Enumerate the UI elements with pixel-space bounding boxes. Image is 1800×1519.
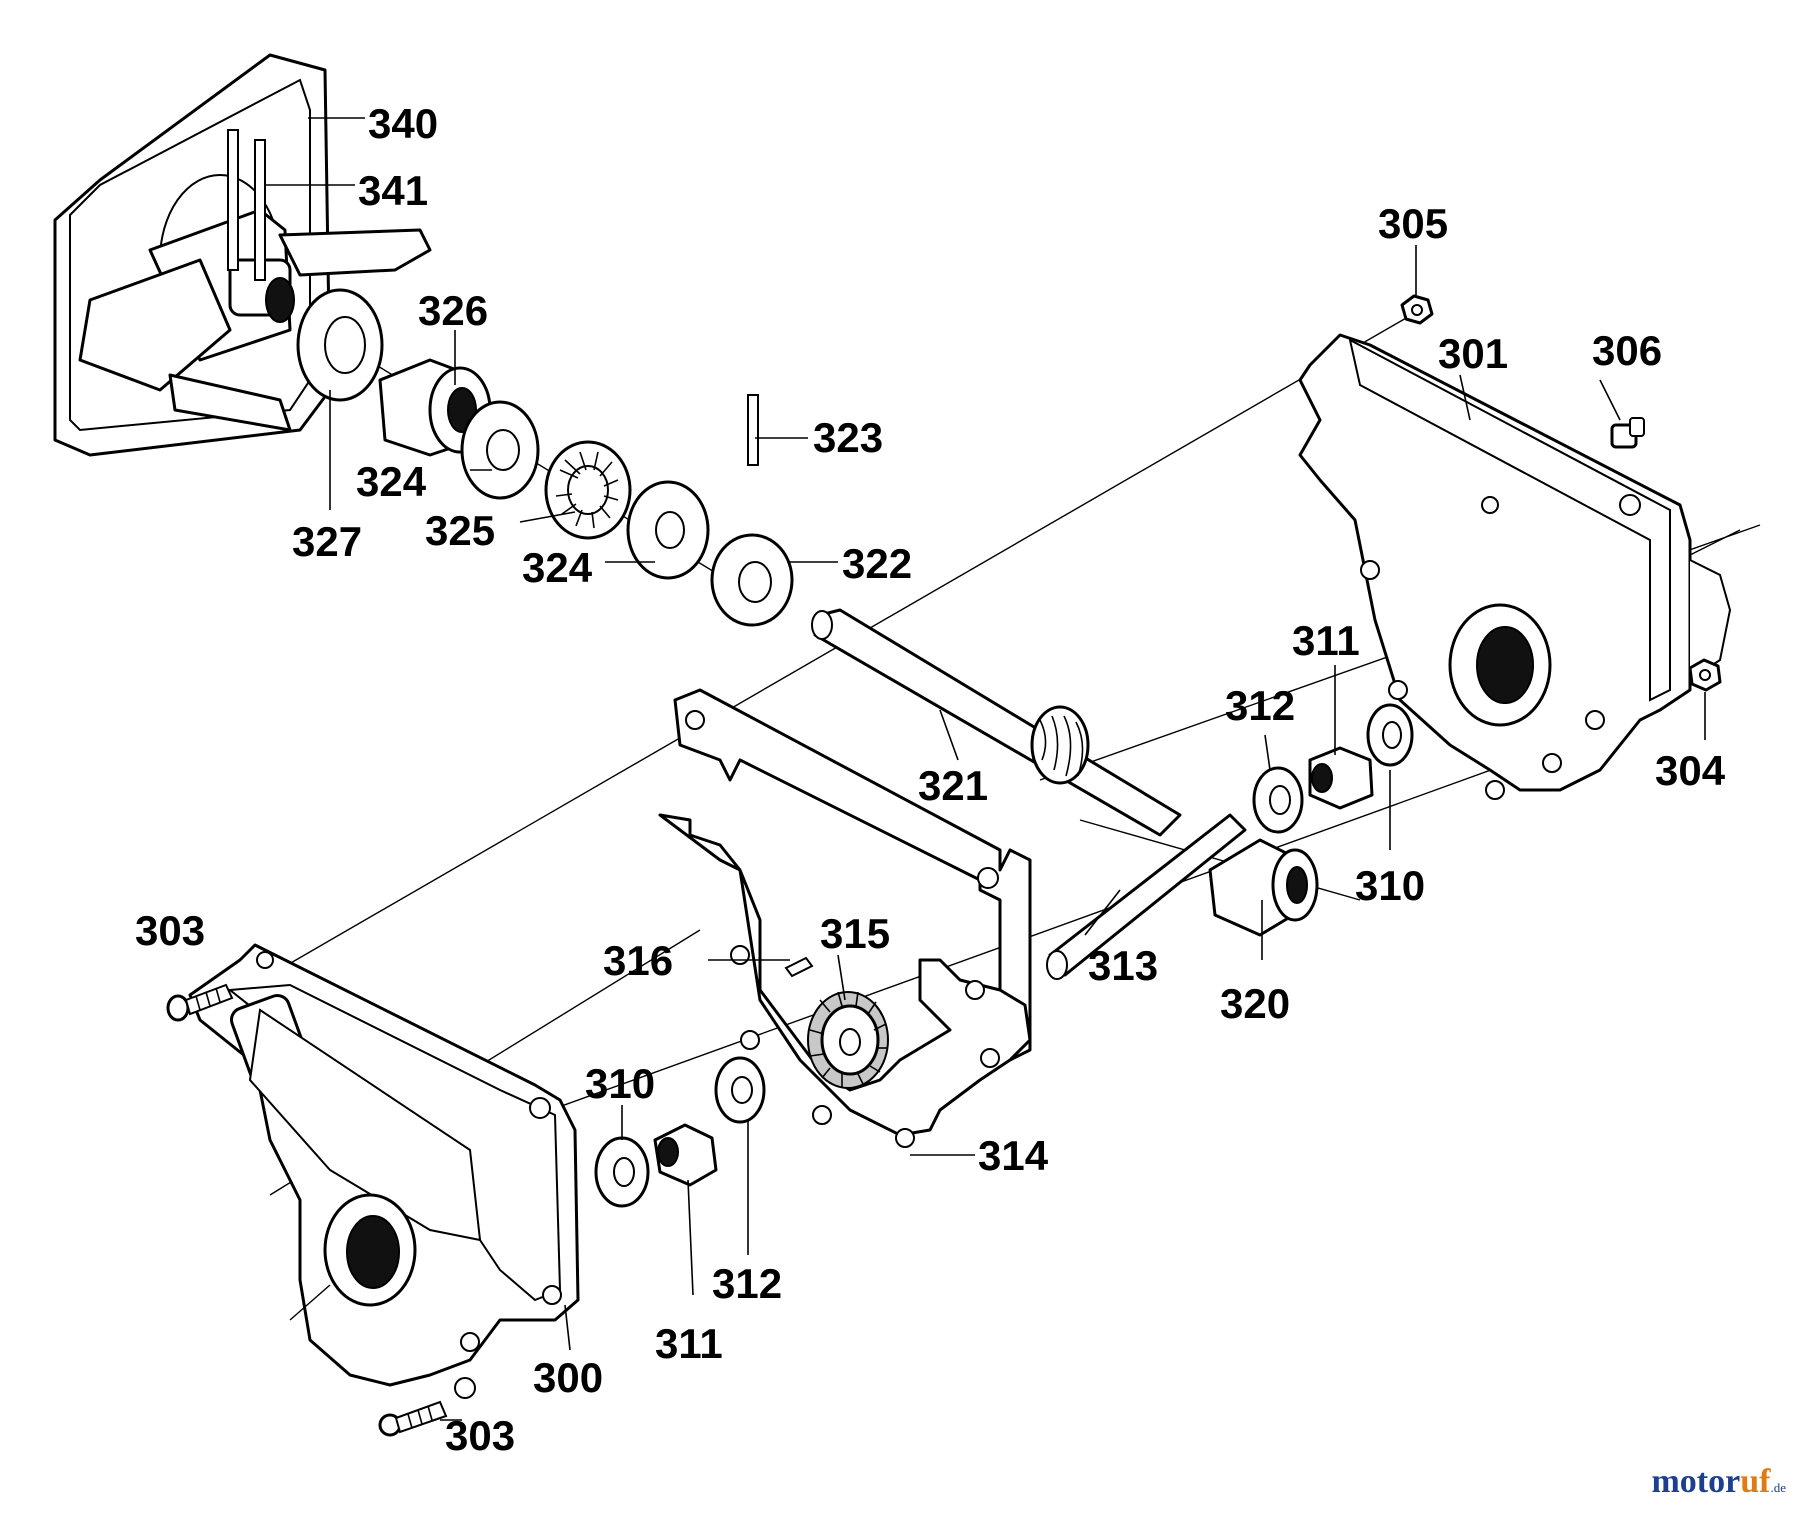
callout-labels: 340 341 326 327 324 325 324 323 322 305 …: [135, 100, 1726, 1459]
callout-340: 340: [368, 100, 438, 147]
washer-325-bearing: [544, 440, 632, 540]
callout-321: 321: [918, 762, 988, 809]
nut-304: [1688, 658, 1722, 692]
callout-310-left: 310: [585, 1060, 655, 1107]
callout-leaders: [265, 117, 1706, 1421]
callout-314: 314: [978, 1132, 1049, 1179]
callout-313: 313: [1088, 942, 1158, 989]
callout-310-right: 310: [1355, 862, 1425, 909]
callout-324-bottom: 324: [522, 544, 593, 591]
washer-310-left: [594, 1136, 650, 1208]
callout-305: 305: [1378, 200, 1448, 247]
callout-301: 301: [1438, 330, 1508, 377]
worm-shaft-321: [811, 608, 1182, 837]
callout-312-left: 312: [712, 1260, 782, 1307]
screw-303-bottom: [378, 1400, 448, 1437]
watermark-part2: uf: [1740, 1463, 1771, 1500]
bushing-311-right: [1308, 746, 1374, 810]
nut-305: [1400, 294, 1434, 325]
callout-327: 327: [292, 518, 362, 565]
callout-311-left: 311: [655, 1320, 723, 1367]
callout-304: 304: [1655, 747, 1726, 794]
washer-324-top: [460, 400, 540, 500]
gearcase-half-301: [1298, 333, 1741, 800]
screw-303-top: [166, 983, 234, 1022]
watermark-part3: .de: [1770, 1480, 1786, 1495]
pin-323: [747, 394, 759, 466]
callout-312-right: 312: [1225, 682, 1295, 729]
impeller-assembly-340: [53, 53, 432, 457]
callout-300: 300: [533, 1354, 603, 1401]
rod-313: [1046, 813, 1247, 980]
bushing-311-left: [653, 1123, 718, 1187]
callout-326: 326: [418, 287, 488, 334]
worm-gear: [1030, 705, 1090, 785]
callout-306: 306: [1592, 327, 1662, 374]
callout-322: 322: [842, 540, 912, 587]
callout-303-top: 303: [135, 907, 205, 954]
callout-323: 323: [813, 414, 883, 461]
callout-311-right: 311: [1292, 617, 1360, 664]
callout-341: 341: [358, 167, 428, 214]
washer-312-right: [1252, 766, 1304, 834]
callout-303-bottom: 303: [445, 1412, 515, 1459]
washer-310-right: [1366, 703, 1414, 767]
washer-327: [296, 288, 384, 402]
washer-322: [710, 533, 794, 627]
bushing-320: [1208, 838, 1319, 937]
key-316: [784, 956, 814, 978]
washer-324-bottom: [626, 480, 710, 580]
grease-fitting-306: [1610, 417, 1645, 449]
callout-325: 325: [425, 507, 495, 554]
callout-316: 316: [603, 937, 673, 984]
callout-320: 320: [1220, 980, 1290, 1027]
watermark-logo: motoruf.de: [1651, 1463, 1786, 1501]
gearcase-half-300: [188, 943, 580, 1399]
gasket-314: [658, 813, 1032, 1148]
watermark-part1: motor: [1651, 1463, 1741, 1500]
gear-315: [807, 991, 889, 1089]
callout-315: 315: [820, 910, 890, 957]
callout-324-top: 324: [356, 458, 427, 505]
washer-312-left: [714, 1056, 766, 1124]
